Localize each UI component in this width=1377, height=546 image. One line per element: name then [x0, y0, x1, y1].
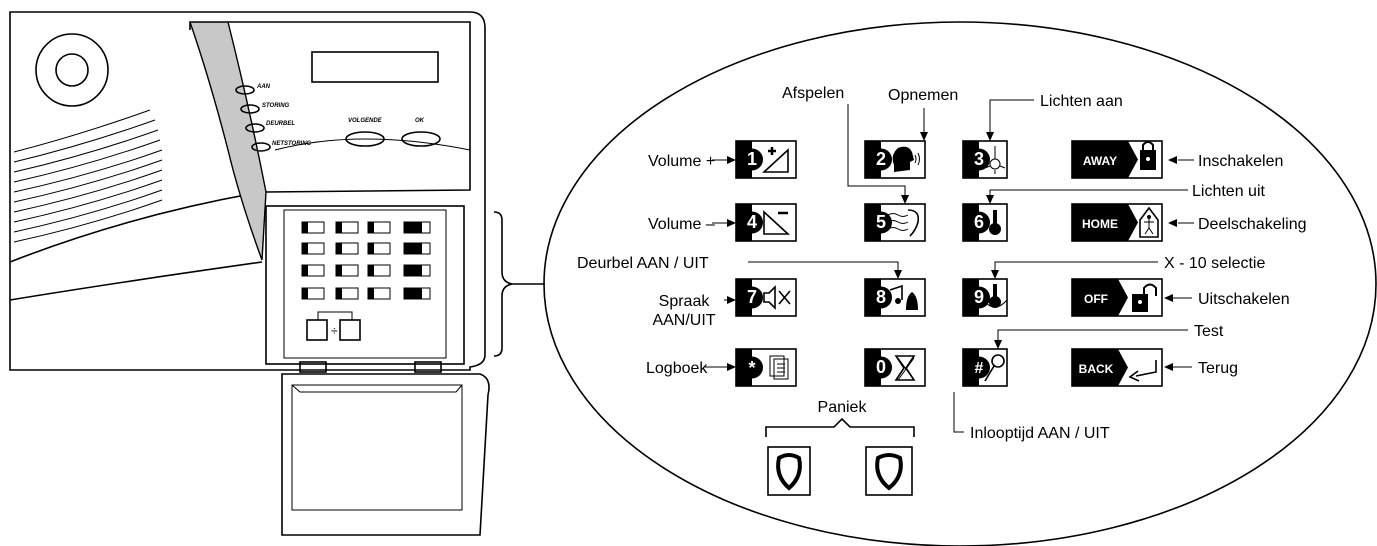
volgende-label: VOLGENDE [348, 118, 383, 124]
svg-text:4: 4 [747, 212, 757, 232]
callout-arrows [704, 99, 1194, 433]
svg-text:5: 5 [876, 212, 886, 232]
key-9[interactable]: 9 [962, 278, 1008, 317]
panic-key-left[interactable] [767, 446, 811, 496]
label-volume-min: Volume – [648, 216, 715, 233]
callout-brace [493, 211, 513, 357]
label-paniek: Paniek [818, 399, 868, 416]
indicator-band [189, 21, 267, 261]
label-deurbel: Deurbel AAN / UIT [577, 255, 709, 272]
svg-text:BACK: BACK [1079, 362, 1114, 376]
led-label-deurbel: DEURBEL [266, 121, 295, 127]
label-deelschakeling: Deelschakeling [1198, 216, 1307, 233]
label-test: Test [1194, 323, 1224, 340]
key-0[interactable]: 0 [864, 348, 926, 387]
label-spraak: Spraak [659, 293, 711, 310]
label-lichten-aan: Lichten aan [1040, 93, 1123, 110]
label-afspelen: Afspelen [782, 85, 844, 102]
status-leds [235, 85, 271, 152]
led-label-netstoring: NETSTORING [272, 141, 312, 147]
key-home[interactable]: HOME [1071, 203, 1163, 242]
svg-text:*: * [748, 358, 755, 378]
led-label-storing: STORING [262, 103, 290, 109]
key-1[interactable]: 1 [735, 140, 797, 179]
volgende-button[interactable] [345, 131, 385, 147]
key-7[interactable]: 7 [735, 278, 797, 317]
svg-text:3: 3 [974, 149, 984, 169]
label-opnemen: Opnemen [888, 87, 958, 104]
speaker-grille [13, 109, 163, 243]
key-star[interactable]: * [735, 348, 797, 387]
svg-text:1: 1 [747, 149, 757, 169]
label-logboek: Logboek [646, 360, 708, 377]
key-4[interactable]: 4 [735, 203, 797, 242]
paniek-bracket [765, 417, 915, 437]
key-3[interactable]: 3 [962, 140, 1008, 179]
speaker-icon [35, 33, 109, 107]
svg-text:2: 2 [876, 149, 886, 169]
key-back[interactable]: BACK [1071, 348, 1163, 387]
alarm-panel-device: AAN STORING DEURBEL NETSTORING VOLGENDE … [9, 11, 545, 536]
key-hash[interactable]: # [962, 348, 1008, 387]
label-lichten-uit: Lichten uit [1192, 183, 1265, 200]
ok-button[interactable] [401, 131, 441, 147]
key-8[interactable]: 8 [864, 278, 926, 317]
panic-key-right[interactable] [865, 446, 913, 496]
label-inschakelen: Inschakelen [1198, 153, 1283, 170]
keypad-flap [281, 373, 490, 536]
label-spraak-aanuit: AAN/UIT [652, 312, 715, 329]
svg-text:OFF: OFF [1084, 292, 1108, 306]
key-2[interactable]: 2 [864, 140, 926, 179]
key-5[interactable]: 5 [864, 203, 926, 242]
svg-text:0: 0 [876, 357, 886, 377]
svg-text:HOME: HOME [1082, 217, 1118, 231]
label-x10: X - 10 selectie [1164, 255, 1265, 272]
svg-text:AWAY: AWAY [1083, 154, 1117, 168]
svg-text:6: 6 [974, 212, 984, 232]
led-label-aan: AAN [256, 84, 271, 90]
label-inlooptijd: Inlooptijd AAN / UIT [970, 425, 1110, 442]
key-away[interactable]: AWAY [1071, 140, 1163, 179]
label-uitschakelen: Uitschakelen [1198, 291, 1290, 308]
svg-text:#: # [975, 360, 984, 377]
ok-label: OK [415, 118, 425, 124]
label-volume-plus: Volume + [648, 153, 715, 170]
svg-text:7: 7 [747, 287, 757, 307]
svg-text:9: 9 [974, 287, 984, 307]
key-6[interactable]: 6 [962, 203, 1008, 242]
keypad-callout: 1 2 3 AWAY [543, 21, 1377, 546]
mini-keypad: ÷ [301, 221, 431, 341]
svg-text:÷: ÷ [331, 324, 338, 338]
svg-text:8: 8 [876, 287, 886, 307]
key-off[interactable]: OFF [1071, 278, 1163, 317]
lcd-display [311, 51, 439, 83]
label-terug: Terug [1198, 360, 1238, 377]
